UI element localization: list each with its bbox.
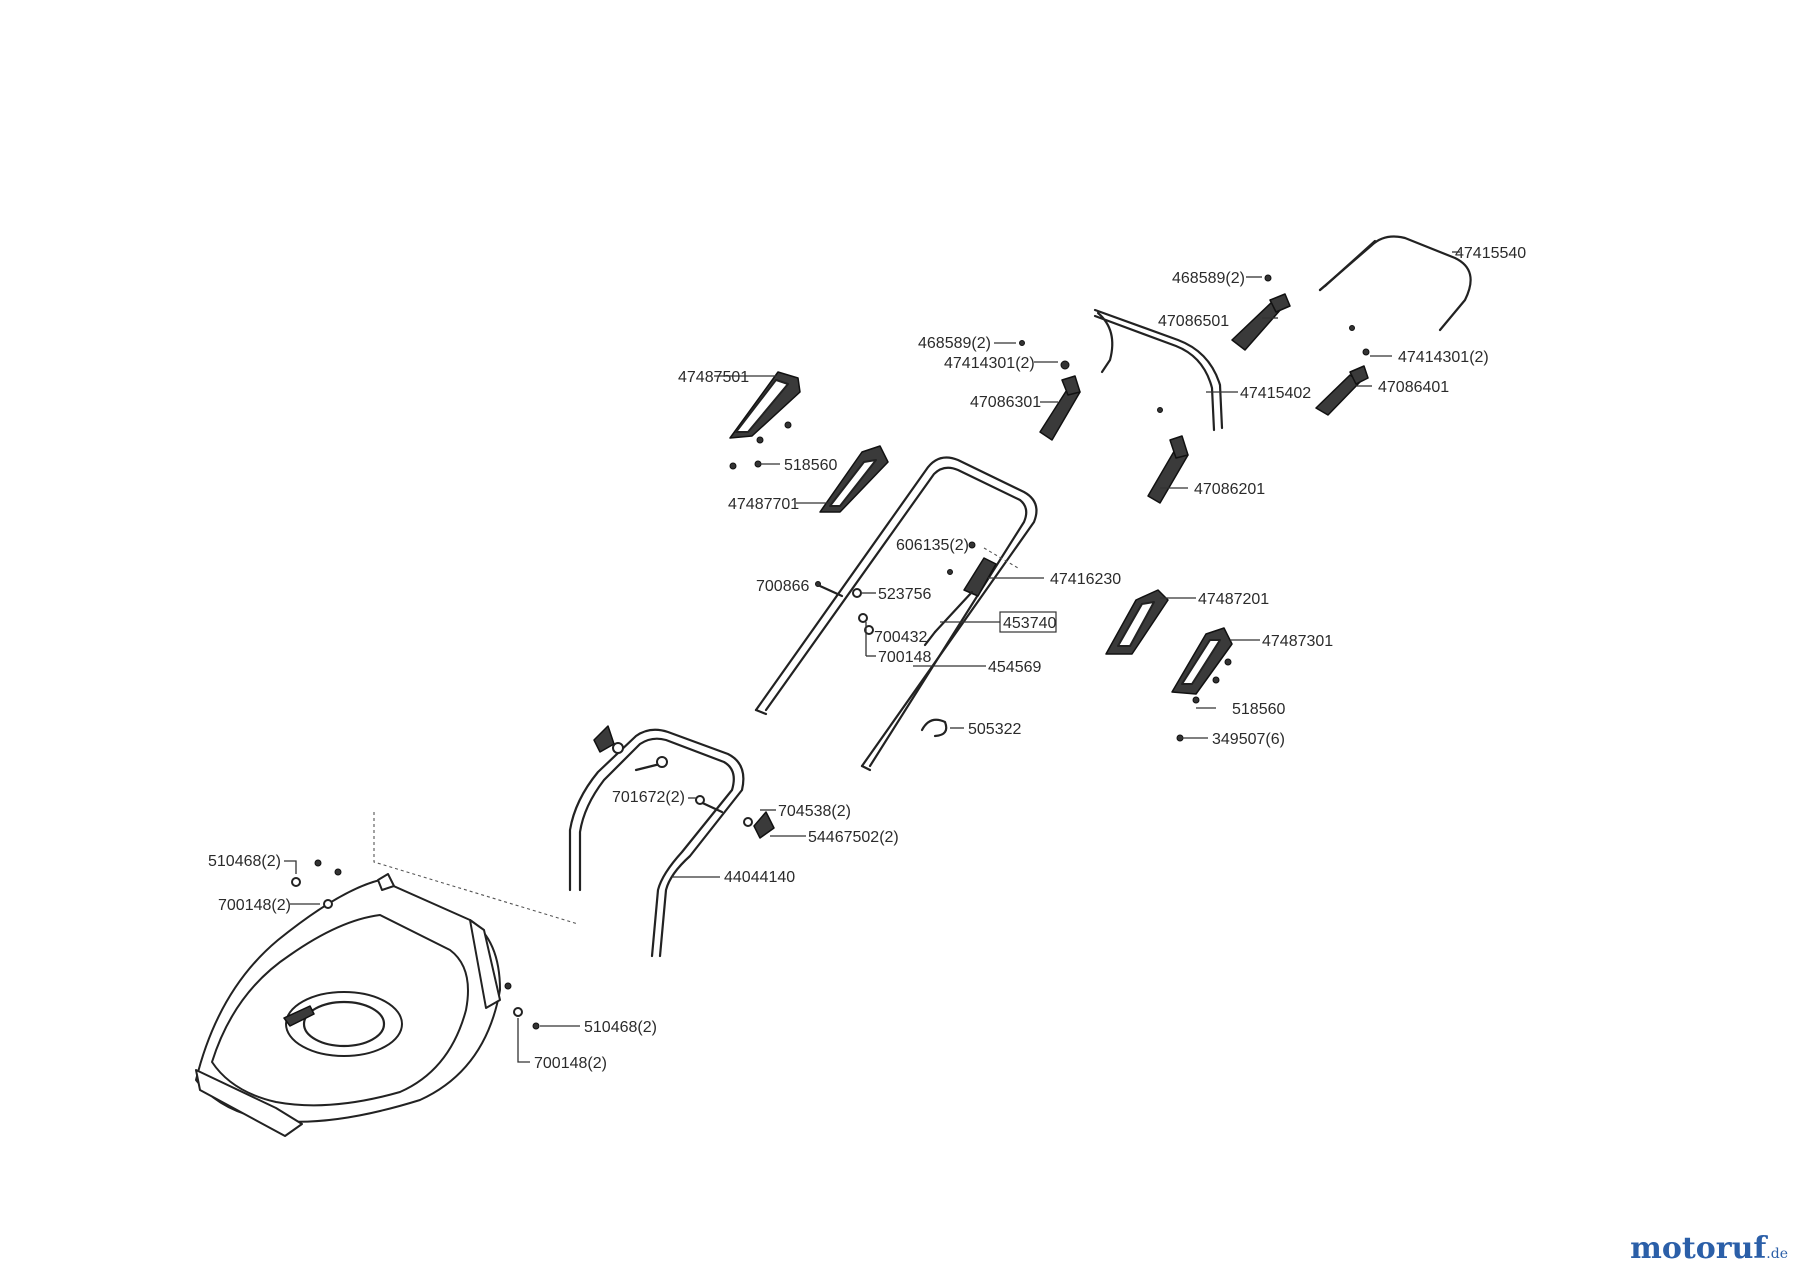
- label-47487701: 47487701: [728, 496, 799, 513]
- label-518560-bottom: 518560: [1232, 701, 1285, 718]
- dash-deck-handle: [373, 812, 579, 925]
- nut-700148-bottom[interactable]: [513, 1007, 523, 1017]
- label-704538: 704538(2): [778, 803, 851, 820]
- nut-700148-top-a[interactable]: [291, 877, 301, 887]
- label-700148-bottom: 700148(2): [534, 1055, 607, 1072]
- label-454569: 454569: [988, 659, 1041, 676]
- label-47487301: 47487301: [1262, 633, 1333, 650]
- brand-name: motoruf: [1630, 1231, 1767, 1266]
- screw-468589-top[interactable]: [1264, 274, 1272, 282]
- label-349507: 349507(6): [1212, 731, 1285, 748]
- label-700148-top: 700148(2): [218, 897, 291, 914]
- label-47086201: 47086201: [1194, 481, 1265, 498]
- brand-suffix: .de: [1766, 1246, 1788, 1262]
- leader-510468-top: [284, 860, 297, 874]
- knob-mount-left[interactable]: [593, 725, 615, 753]
- clamp-47086301-part[interactable]: [1039, 375, 1081, 441]
- label-47487501: 47487501: [678, 369, 749, 386]
- handle-cover-47487701-part[interactable]: [819, 445, 889, 513]
- cable-lever-part[interactable]: [923, 557, 997, 647]
- label-47086501: 47086501: [1158, 313, 1229, 330]
- label-510468-bottom: 510468(2): [584, 1019, 657, 1036]
- screw-510468-bottom-b[interactable]: [532, 1022, 540, 1030]
- label-44044140: 44044140: [724, 869, 795, 886]
- screw-518560-g[interactable]: [1192, 696, 1200, 704]
- nut-700148-top-b[interactable]: [323, 899, 333, 909]
- screw-47086201[interactable]: [1157, 407, 1163, 413]
- boxed-453740: [999, 611, 1057, 633]
- screw-518560-a[interactable]: [784, 421, 792, 429]
- screw-47414301-right[interactable]: [1362, 348, 1370, 356]
- screw-518560-e[interactable]: [1224, 658, 1232, 666]
- label-700432: 700432: [874, 629, 927, 646]
- washer-523756[interactable]: [852, 588, 862, 598]
- clamp-47086501-part[interactable]: [1231, 293, 1291, 351]
- screw-518560-b[interactable]: [756, 436, 764, 444]
- label-453740: 453740: [1003, 615, 1056, 632]
- screw-606135-a[interactable]: [968, 541, 976, 549]
- label-47487201: 47487201: [1198, 591, 1269, 608]
- screw-510468-top-a[interactable]: [314, 859, 322, 867]
- screw-47414301-left[interactable]: [1060, 360, 1070, 370]
- cross-bar-part[interactable]: [1093, 308, 1224, 432]
- label-468589-top: 468589(2): [1172, 270, 1245, 287]
- label-523756: 523756: [878, 586, 931, 603]
- screw-518560-c[interactable]: [729, 462, 737, 470]
- label-510468-top: 510468(2): [208, 853, 281, 870]
- label-606135: 606135(2): [896, 537, 969, 554]
- label-468589-mid: 468589(2): [918, 335, 991, 352]
- label-47086401: 47086401: [1378, 379, 1449, 396]
- bolt-701672-b[interactable]: [695, 795, 705, 805]
- dash-606135: [983, 547, 1019, 569]
- label-518560-top: 518560: [784, 457, 837, 474]
- screw-510468-top-b[interactable]: [334, 868, 342, 876]
- leader-700148-bottom: [517, 1018, 530, 1063]
- knob-54467502[interactable]: [753, 811, 775, 839]
- washer-700432[interactable]: [858, 613, 868, 623]
- lower-handle-part[interactable]: [568, 728, 745, 958]
- screw-468589-mid[interactable]: [1019, 340, 1025, 346]
- handle-cover-47487501-part[interactable]: [729, 371, 801, 439]
- label-47415402: 47415402: [1240, 385, 1311, 402]
- brand-logo: motoruf.de: [1630, 1231, 1788, 1266]
- clamp-47086401-part[interactable]: [1315, 365, 1369, 416]
- screw-468589-right[interactable]: [1349, 325, 1355, 331]
- bolt-701672-a[interactable]: [656, 756, 668, 768]
- screw-518560-f[interactable]: [1212, 676, 1220, 684]
- clamp-47086201-part[interactable]: [1147, 435, 1189, 504]
- clip-505322[interactable]: [920, 718, 948, 738]
- nut-700148-mid[interactable]: [864, 625, 874, 635]
- handle-cover-47487201-part[interactable]: [1105, 589, 1169, 655]
- label-701672: 701672(2): [612, 789, 685, 806]
- label-47416230: 47416230: [1050, 571, 1121, 588]
- label-700148-mid: 700148: [878, 649, 931, 666]
- upper-handle-bar-part[interactable]: [1318, 235, 1472, 332]
- label-47086301: 47086301: [970, 394, 1041, 411]
- screw-606135-b[interactable]: [947, 569, 953, 575]
- washer-left: [612, 742, 624, 754]
- label-47415540: 47415540: [1455, 245, 1526, 262]
- label-505322: 505322: [968, 721, 1021, 738]
- label-47414301-right: 47414301(2): [1398, 349, 1489, 366]
- label-47414301-left: 47414301(2): [944, 355, 1035, 372]
- label-700866: 700866: [756, 578, 809, 595]
- washer-704538[interactable]: [743, 817, 753, 827]
- mower-deck-part[interactable]: [195, 873, 501, 1137]
- label-54467502: 54467502(2): [808, 829, 899, 846]
- screw-510468-bottom-a[interactable]: [504, 982, 512, 990]
- handle-cover-47487301-part[interactable]: [1171, 627, 1233, 695]
- main-handle-part[interactable]: [754, 456, 1038, 772]
